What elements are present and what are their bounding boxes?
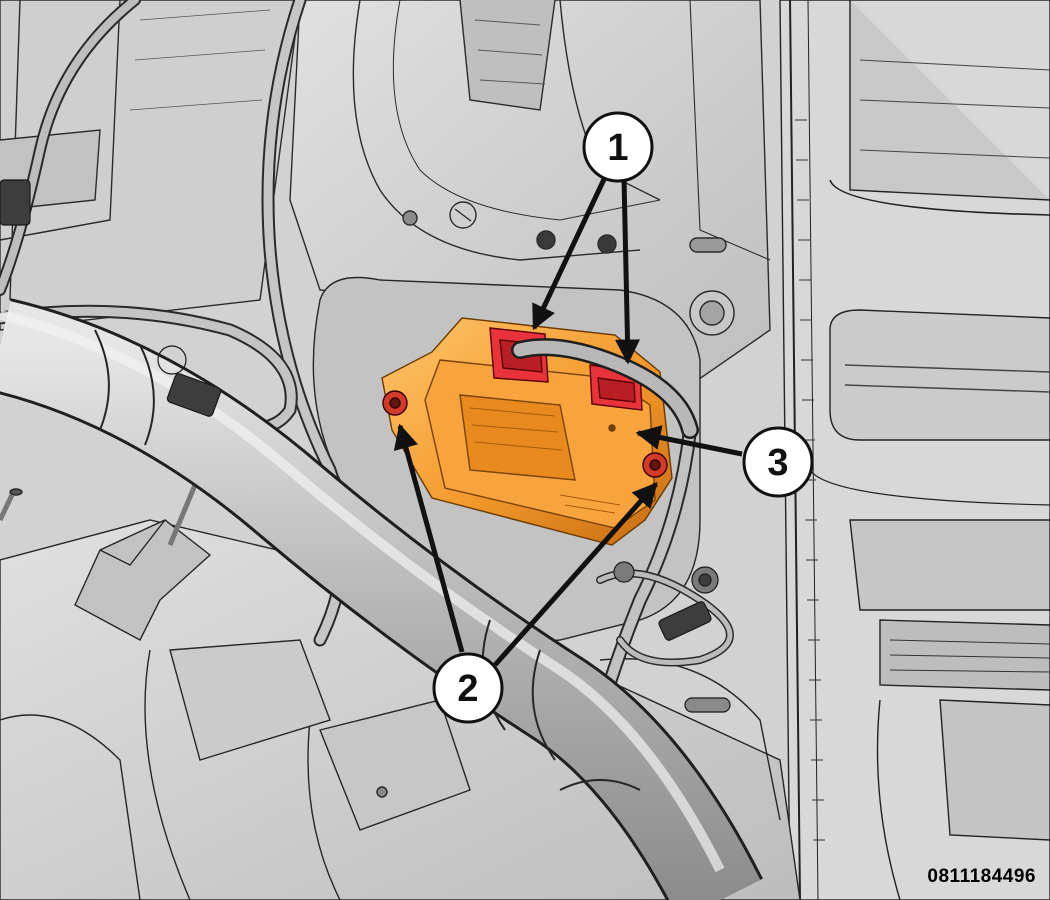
figure-id: 0811184496 [927,866,1036,887]
module-housing-cover [459,394,576,481]
callout-1: 1 [582,111,654,183]
left-bracket [0,476,212,641]
leader-arrow-2a [393,423,465,653]
lower-floor-panel [0,519,801,900]
callout-2: 2 [432,652,504,724]
module-wire-lead [511,338,699,439]
leader-arrow-2b [493,482,658,667]
right-door-panel [779,0,1050,900]
leader-arrow-1b [615,177,641,365]
leader-arrows [393,173,743,667]
callout-1-label: 1 [607,127,628,169]
leader-arrow-1a [531,173,609,331]
control-module [381,317,673,546]
leader-arrow-3 [635,425,743,457]
left-body-panel [0,0,301,331]
callout-3: 3 [742,426,814,498]
mounting-nuts [382,390,668,478]
callout-2-label: 2 [457,668,478,710]
callout-3-label: 3 [767,442,788,484]
main-harness-tube [0,298,763,900]
harness-connector-clips [0,179,731,713]
door-seam-marks [795,119,825,841]
